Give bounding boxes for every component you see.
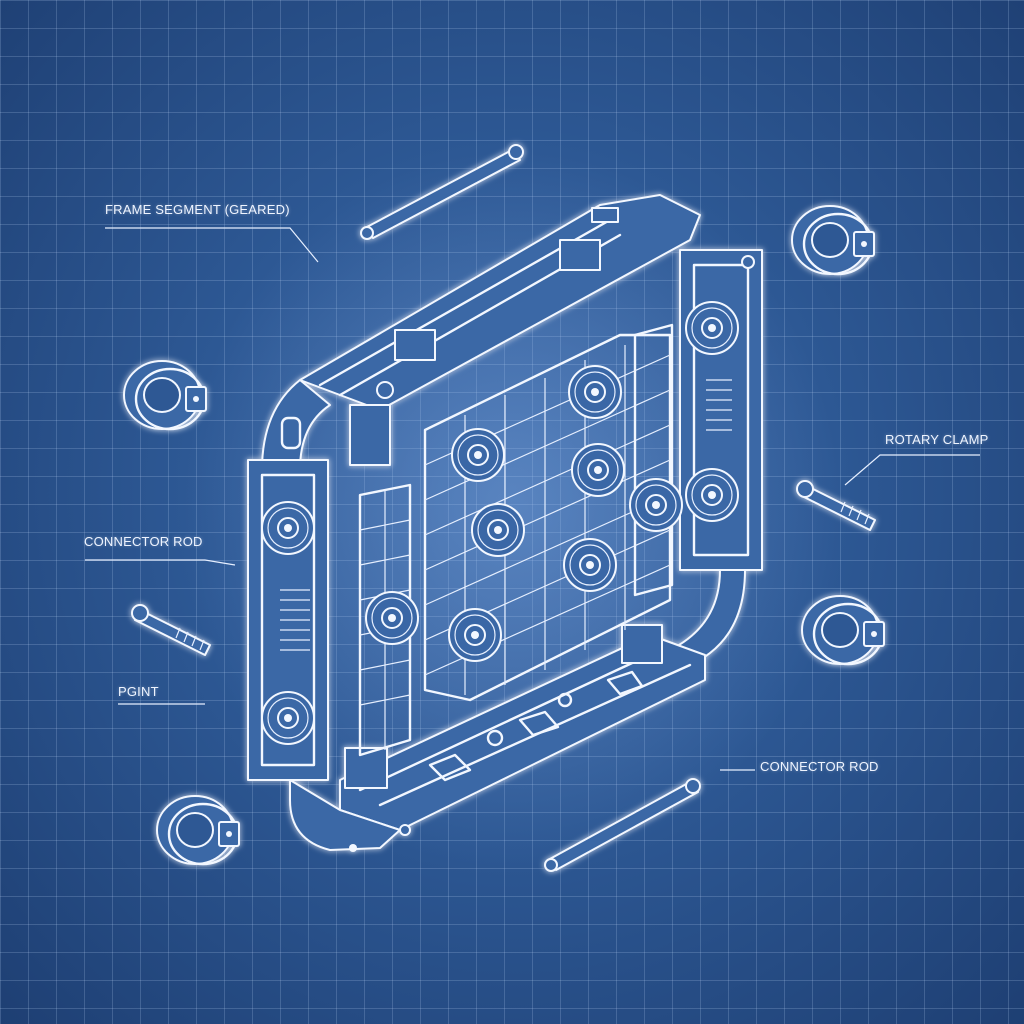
rotary-clamp-3	[800, 594, 886, 666]
connector-rod-top	[360, 144, 524, 240]
label-frame-segment: FRAME SEGMENT (GEARED)	[105, 202, 290, 217]
connector-rod-bottom	[544, 778, 701, 872]
rotary-clamp-2	[790, 204, 876, 276]
label-rotary-clamp: ROTARY CLAMP	[885, 432, 989, 447]
leader-frame-segment	[105, 227, 319, 263]
gear-left-top	[261, 501, 315, 555]
panel-gear-1	[451, 428, 505, 482]
panel-gear-3	[471, 503, 525, 557]
panel-gear-2	[568, 365, 622, 419]
loose-parts	[122, 144, 886, 872]
panel-gear-7	[365, 591, 419, 645]
panel-gear-5	[563, 538, 617, 592]
gear-right-bottom	[685, 468, 739, 522]
left-spring	[280, 589, 310, 651]
panel-gear-6	[448, 608, 502, 662]
bolt-right	[796, 480, 876, 531]
frame-assembly	[247, 194, 763, 852]
panel-gear-4	[571, 443, 625, 497]
corner-bend-bottom-left	[289, 779, 401, 851]
panel-gear-8	[629, 478, 683, 532]
motor-block	[349, 404, 391, 466]
lattice-panel	[358, 323, 683, 757]
gear-right-top	[685, 301, 739, 355]
leader-connector-rod-left	[85, 559, 236, 566]
leader-lines	[85, 227, 980, 771]
label-pgint: PGINT	[118, 684, 159, 699]
right-spring	[706, 379, 732, 431]
bolt-left	[131, 604, 211, 656]
gear-left-bottom	[261, 691, 315, 745]
rotary-clamp-4	[155, 794, 241, 866]
label-connector-rod-bottom: CONNECTOR ROD	[760, 759, 879, 774]
label-connector-rod-left: CONNECTOR ROD	[84, 534, 203, 549]
leader-rotary-clamp	[844, 454, 980, 486]
